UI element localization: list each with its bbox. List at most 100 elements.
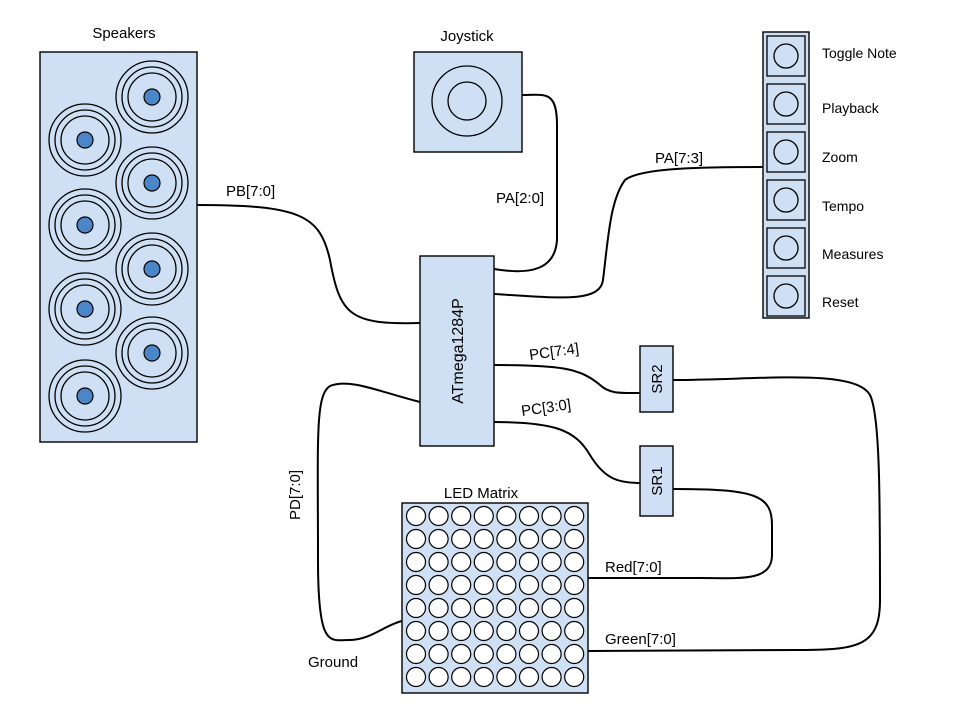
speaker-cone (76, 131, 94, 149)
button-5[interactable] (766, 227, 806, 269)
led-cell (405, 528, 427, 550)
led-cell (541, 574, 562, 596)
button-cap-icon[interactable] (773, 139, 799, 165)
button-frame[interactable] (766, 275, 806, 317)
speaker-ring-inner (60, 284, 110, 334)
button-4[interactable] (766, 179, 806, 221)
button-cap-icon[interactable] (773, 43, 799, 69)
button-label: Zoom (822, 149, 858, 165)
led-cell (564, 643, 585, 665)
wire-pa-high (493, 166, 764, 299)
led-cell (496, 551, 517, 573)
wire-pb (196, 204, 421, 325)
led-cell (473, 597, 494, 619)
led-cell (496, 643, 517, 665)
wire-green (587, 376, 882, 652)
button-label: Measures (822, 246, 883, 262)
buttons-panel (762, 31, 810, 319)
led-cell (496, 574, 517, 596)
led-cell (541, 666, 562, 688)
button-6[interactable] (766, 275, 806, 317)
led-cell (541, 551, 562, 573)
sr1-box (639, 445, 674, 517)
button-cap-icon[interactable] (773, 283, 799, 309)
speaker-ring-middle (121, 322, 183, 384)
speaker-ring-outer (115, 232, 189, 306)
led-cell (451, 574, 472, 596)
button-frame[interactable] (766, 227, 806, 269)
wire-label-pc-low: PC[3:0] (520, 396, 572, 420)
speaker-ring-inner (127, 72, 177, 122)
led-cell (405, 505, 427, 527)
led-cell (451, 505, 472, 527)
led-cell (473, 528, 494, 550)
led-cell (451, 620, 472, 642)
led-cell (518, 597, 540, 619)
speaker-ring-outer (115, 146, 189, 220)
wire-label-pd: PD[7:0] (287, 470, 304, 520)
led-cell (473, 620, 494, 642)
joystick-knob (447, 81, 487, 121)
led-cell (428, 551, 449, 573)
led-cell (518, 551, 540, 573)
speaker-cone (143, 88, 161, 106)
speaker-ring-outer (48, 272, 122, 346)
mcu-label: ATmega1284P (450, 298, 467, 404)
button-1[interactable] (766, 35, 806, 77)
speaker-ring-outer (48, 103, 122, 177)
led-cell (451, 528, 472, 550)
button-frame[interactable] (766, 35, 806, 77)
speaker-ring-middle (54, 194, 116, 256)
speaker-cone (76, 300, 94, 318)
button-label: Toggle Note (822, 45, 897, 61)
speaker-ring-inner (127, 244, 177, 294)
wire-label-red: Red[7:0] (605, 559, 662, 576)
speaker-6 (48, 272, 122, 346)
button-2[interactable] (766, 83, 806, 125)
speaker-ring-inner (127, 158, 177, 208)
speaker-cone (143, 174, 161, 192)
button-3[interactable] (766, 131, 806, 173)
button-frame[interactable] (766, 131, 806, 173)
button-frame[interactable] (766, 179, 806, 221)
led-cell (405, 643, 427, 665)
led-cell (541, 597, 562, 619)
led-cell (428, 505, 449, 527)
button-cap-icon[interactable] (773, 91, 799, 117)
led-cell (518, 643, 540, 665)
led-cell (518, 505, 540, 527)
speaker-ring-middle (54, 109, 116, 171)
led-cell (473, 551, 494, 573)
wire-label-pc-high: PC[7:4] (528, 340, 580, 364)
led-cell (564, 505, 585, 527)
button-cap-icon[interactable] (773, 235, 799, 261)
speaker-cone (76, 387, 94, 405)
mcu-box (419, 255, 495, 447)
speaker-cone (143, 260, 161, 278)
wire-label-pb: PB[7:0] (226, 183, 275, 200)
button-frame[interactable] (766, 83, 806, 125)
led-cell (518, 666, 540, 688)
led-cell (405, 620, 427, 642)
led-group (405, 505, 585, 688)
wire-pc-high (493, 364, 641, 395)
speakers-title: Speakers (92, 25, 155, 42)
speaker-8 (48, 359, 122, 433)
speaker-ring-middle (54, 278, 116, 340)
speaker-ring-middle (54, 365, 116, 427)
wire-label-green: Green[7:0] (605, 631, 676, 648)
wire-label-pa-low: PA[2:0] (496, 190, 544, 207)
speaker-ring-inner (60, 200, 110, 250)
led-cell (405, 597, 427, 619)
speaker-ring-outer (115, 60, 189, 134)
button-cap-icon[interactable] (773, 187, 799, 213)
speaker-ring-middle (121, 66, 183, 128)
led-cell (405, 666, 427, 688)
sr1-label: SR1 (649, 466, 666, 495)
led-cell (451, 666, 472, 688)
led-matrix-title: LED Matrix (444, 485, 519, 502)
led-cell (473, 666, 494, 688)
speaker-ring-outer (115, 316, 189, 390)
led-cell (564, 528, 585, 550)
